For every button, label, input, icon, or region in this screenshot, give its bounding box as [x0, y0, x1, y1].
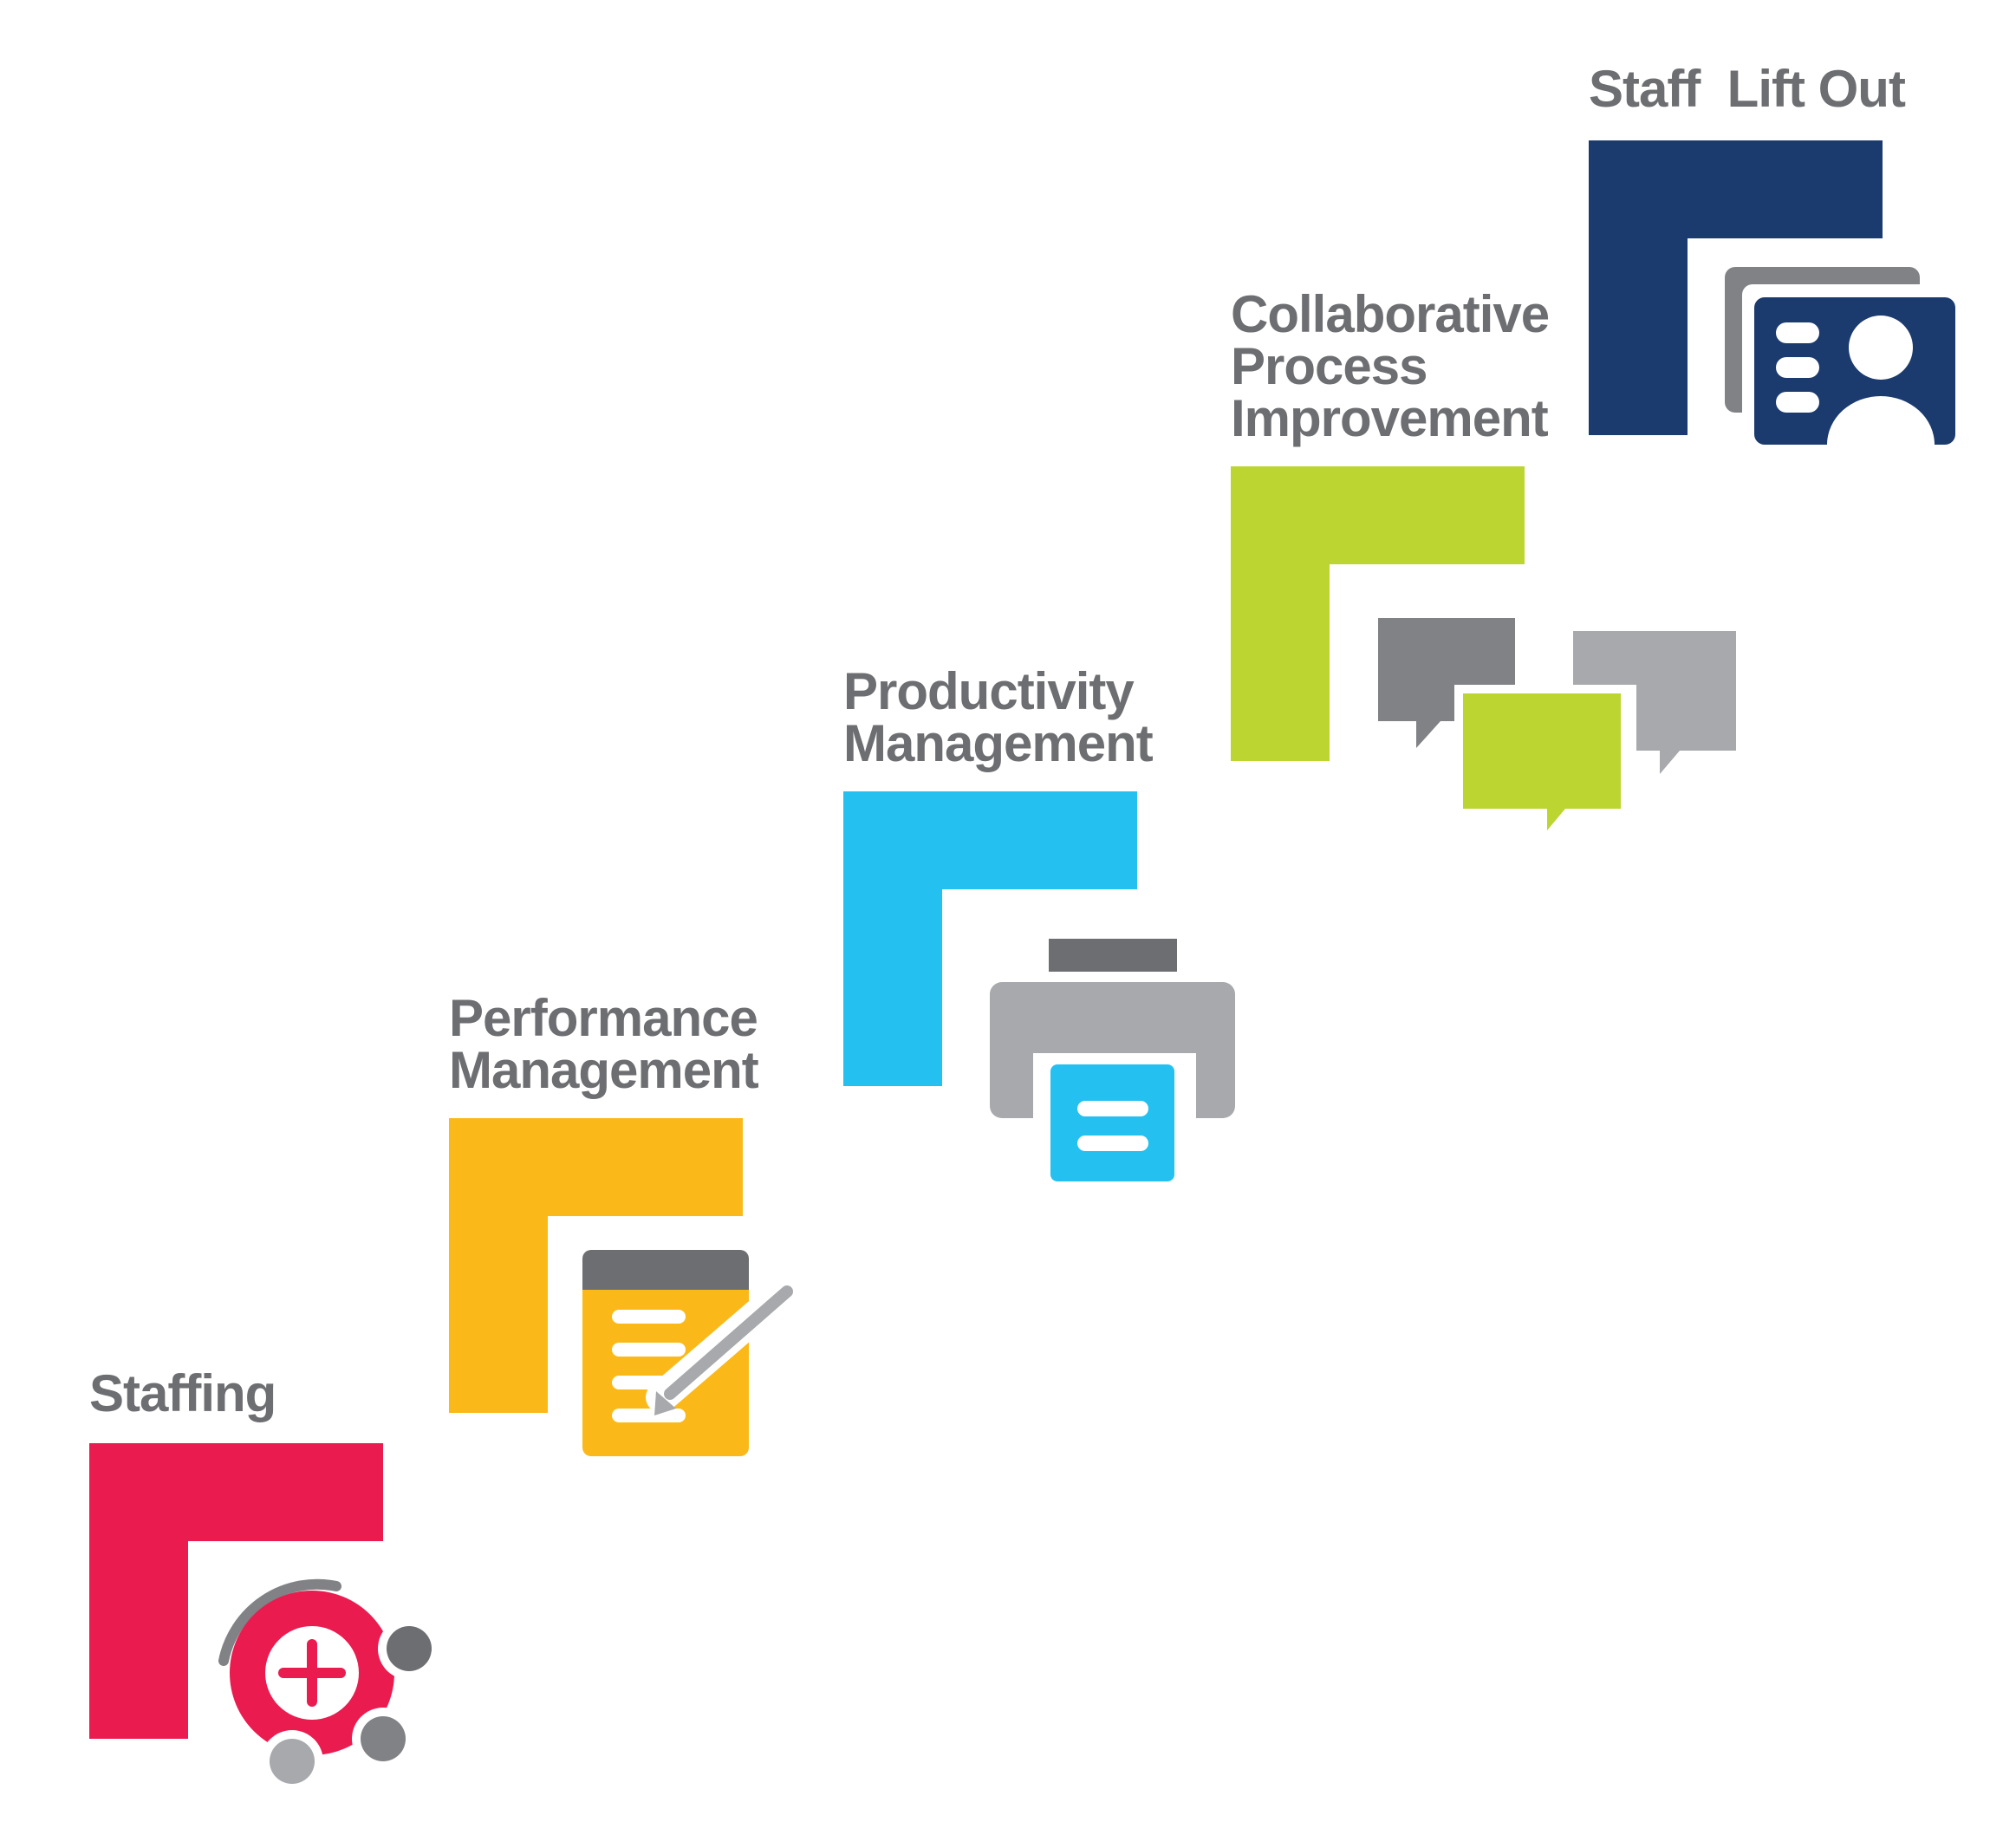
step-bracket-productivity-management — [843, 791, 1137, 1086]
step-label-staff-lift-out: Staff Lift Out — [1589, 60, 1906, 118]
chat-bubbles-icon — [1378, 618, 1736, 830]
step-productivity-management: Productivity Management — [843, 662, 1235, 1181]
notepad-pencil-icon — [582, 1250, 803, 1456]
step-bracket-collaborative-process-improvement — [1231, 466, 1525, 761]
step-bracket-staff-lift-out — [1589, 140, 1883, 435]
step-label-line: Collaborative — [1231, 285, 1549, 343]
step-label-collaborative-process-improvement: Collaborative Process Improvement — [1231, 285, 1563, 447]
step-label-productivity-management: Productivity Management — [843, 662, 1154, 772]
step-label-line: Management — [843, 714, 1154, 772]
profile-cards-icon — [1725, 267, 1955, 449]
step-label-line: Productivity — [843, 662, 1135, 720]
step-bracket-performance-management — [449, 1118, 743, 1413]
step-collaborative-process-improvement: Collaborative Process Improvement — [1231, 285, 1736, 830]
step-label-line: Process — [1231, 337, 1427, 395]
step-performance-management: Performance Management — [449, 989, 803, 1456]
step-bracket-staffing — [89, 1443, 383, 1739]
step-label-line: Staffing — [89, 1364, 276, 1422]
step-staffing: Staffing — [89, 1364, 440, 1793]
step-label-staffing: Staffing — [89, 1364, 276, 1422]
step-label-line: Staff Lift Out — [1589, 60, 1906, 118]
step-staff-lift-out: Staff Lift Out — [1589, 60, 1955, 449]
printer-icon — [990, 939, 1235, 1181]
step-label-line: Improvement — [1231, 389, 1549, 447]
staffing-plus-people-icon — [218, 1578, 440, 1793]
step-label-line: Performance — [449, 989, 758, 1047]
step-label-performance-management: Performance Management — [449, 989, 771, 1099]
step-label-line: Management — [449, 1041, 759, 1099]
